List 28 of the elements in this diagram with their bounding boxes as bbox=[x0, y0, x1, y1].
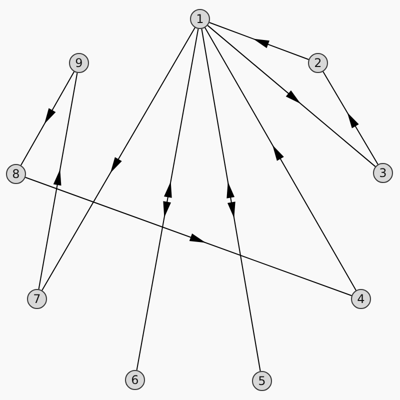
graph-node bbox=[308, 53, 328, 73]
graph-node bbox=[125, 370, 145, 390]
graph-node bbox=[27, 289, 47, 309]
node-label: 7 bbox=[33, 292, 41, 306]
node-label: 6 bbox=[131, 373, 139, 387]
arrow bbox=[208, 22, 310, 60]
arrow bbox=[322, 71, 378, 165]
node-label: 8 bbox=[12, 167, 20, 181]
node-label: 3 bbox=[379, 166, 387, 180]
graph-node bbox=[252, 371, 272, 391]
arrow bbox=[207, 24, 376, 168]
graph-node bbox=[190, 9, 210, 29]
arrow bbox=[204, 27, 357, 291]
graph-node bbox=[69, 53, 89, 73]
node-label: 5 bbox=[258, 374, 266, 388]
arrow bbox=[201, 28, 261, 372]
node-label: 9 bbox=[75, 56, 83, 70]
node-label: 1 bbox=[196, 12, 204, 26]
arrow bbox=[136, 28, 199, 371]
arrow bbox=[42, 27, 196, 291]
arrow bbox=[24, 176, 352, 296]
graph-node bbox=[6, 164, 26, 184]
graph-node bbox=[351, 289, 371, 309]
graph-node bbox=[373, 163, 393, 183]
arrow bbox=[38, 72, 78, 290]
arrow bbox=[20, 71, 75, 166]
node-label: 2 bbox=[314, 56, 322, 70]
node-label: 4 bbox=[357, 292, 365, 306]
